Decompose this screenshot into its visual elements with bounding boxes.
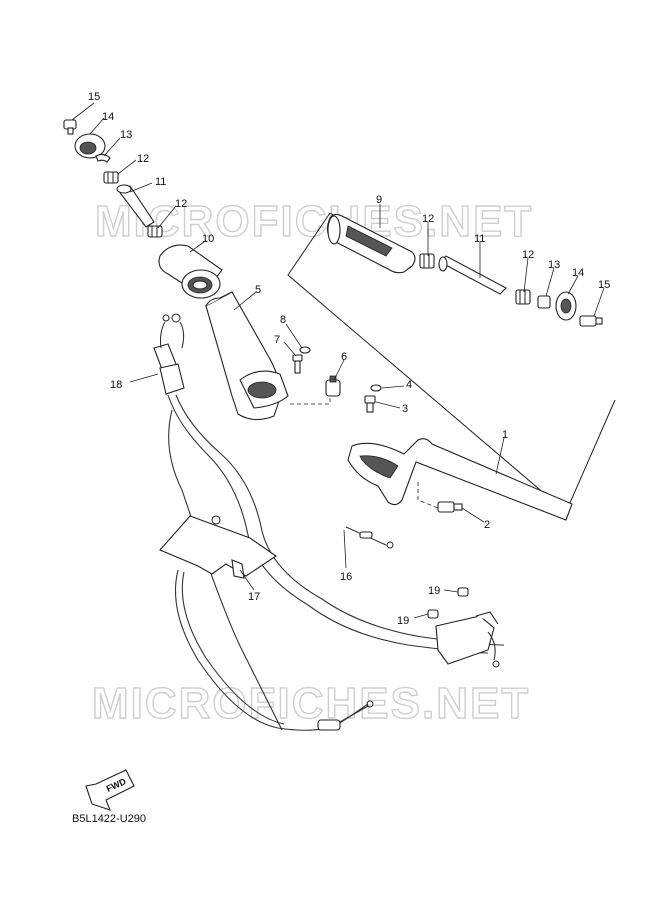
lower-cable-loop [175, 569, 374, 731]
callout-11-right: 11 [474, 233, 485, 245]
callout-17: 17 [248, 591, 260, 603]
callout-19-b: 19 [397, 615, 409, 627]
part-19-bolt-b [427, 609, 439, 619]
callout-7: 7 [274, 334, 280, 346]
callout-15-left: 15 [88, 91, 100, 103]
part-13-left-clip [95, 153, 111, 163]
callout-14-right: 14 [572, 267, 584, 279]
part-13-right-clip [537, 295, 551, 309]
part-9-right-grip [326, 213, 416, 274]
callout-11-left: 11 [155, 176, 166, 188]
part-3-screw [364, 395, 376, 413]
part-15-right-bolt [579, 315, 603, 327]
callout-9: 9 [376, 194, 382, 206]
part-12-left-nut-a [103, 171, 119, 184]
part-4-washer [370, 384, 382, 392]
part-11-right-rod [438, 255, 507, 295]
part-12-left-nut-b [147, 225, 163, 238]
fwd-arrow-icon: FWD [85, 769, 135, 811]
part-18-cable-junction [153, 313, 185, 395]
part-8-washer [299, 346, 311, 354]
callout-3: 3 [402, 403, 408, 415]
callout-16: 16 [340, 571, 352, 583]
callout-1: 1 [502, 429, 508, 441]
part-6-bolt [325, 375, 341, 397]
callout-2: 2 [484, 519, 490, 531]
callout-8: 8 [280, 314, 286, 326]
part-16-cable-end [345, 526, 394, 549]
part-12-right-nut-b [515, 289, 531, 305]
part-19-bolt-a [457, 587, 469, 597]
lever-bracket [435, 611, 500, 668]
part-5-left-handlebar [205, 291, 289, 421]
part-12-right-nut-a [419, 253, 435, 269]
callout-12-left-a: 12 [137, 153, 149, 165]
callout-12-right-b: 12 [522, 249, 534, 261]
part-15-left-bolt [63, 119, 77, 135]
leader-lines [71, 102, 605, 619]
part-14-left-weight [74, 133, 106, 159]
part-10-left-grip [158, 244, 223, 299]
part-11-left-rod [116, 184, 155, 228]
callout-12-left-b: 12 [175, 198, 187, 210]
callout-13-left: 13 [120, 129, 132, 141]
diagram-code: B5L1422-U290 [72, 813, 146, 825]
callout-12-right-a: 12 [422, 213, 434, 225]
callout-13-right: 13 [548, 259, 560, 271]
callout-5: 5 [255, 284, 261, 296]
callout-6: 6 [341, 351, 347, 363]
part-1-right-handlebar [347, 438, 573, 521]
part-2-bolt [437, 501, 463, 513]
watermark-bottom: MICROFICHES.NET [92, 679, 530, 728]
callout-4: 4 [406, 379, 412, 391]
throttle-cables [167, 394, 505, 731]
callout-18: 18 [110, 379, 122, 391]
part-14-right-weight [555, 291, 577, 321]
callout-15-right: 15 [598, 279, 610, 291]
part-17-bracket [159, 515, 277, 579]
callout-14-left: 14 [102, 111, 114, 123]
callout-19-a: 19 [428, 585, 440, 597]
callout-10: 10 [202, 233, 214, 245]
part-7-screw [292, 354, 303, 374]
watermark-top: MICROFICHES.NET [95, 197, 533, 246]
